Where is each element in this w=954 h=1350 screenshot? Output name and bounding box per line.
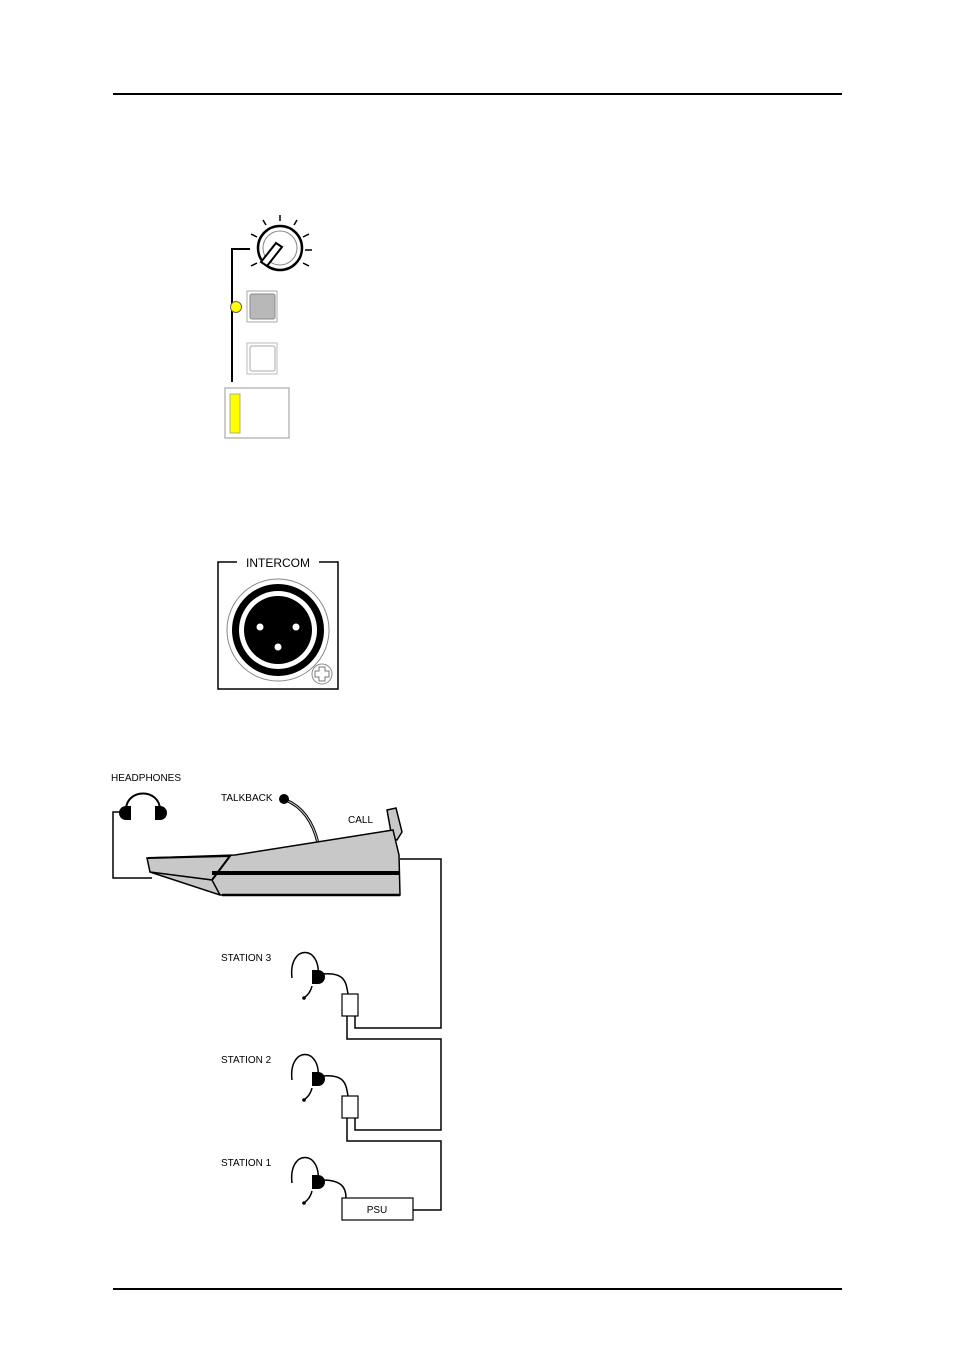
station2-to-psu-cable	[347, 1118, 441, 1210]
yellow-indicator	[230, 394, 240, 433]
station3-to-station2-cable	[347, 1016, 441, 1130]
station-2-beltpack	[342, 1096, 358, 1118]
talkback-label: TALKBACK	[221, 793, 273, 804]
talkback-control-strip	[225, 215, 312, 438]
talk-button[interactable]	[247, 291, 277, 322]
xlr-connector[interactable]	[227, 579, 329, 681]
talkback-level-knob[interactable]	[258, 226, 302, 270]
station-1-label: STATION 1	[221, 1158, 272, 1169]
headset-icon	[292, 1158, 325, 1205]
latch-icon	[312, 664, 332, 684]
headphones-icon	[119, 794, 167, 821]
call-button[interactable]	[247, 343, 277, 374]
call-label: CALL	[348, 815, 373, 826]
intercom-label: INTERCOM	[246, 556, 310, 570]
headset-icon	[292, 1055, 325, 1102]
headset-icon	[292, 953, 325, 1000]
led-indicator	[231, 302, 242, 313]
xlr-pin-2	[293, 624, 300, 631]
station-3-label: STATION 3	[221, 953, 272, 964]
station-2-cable	[322, 1076, 348, 1096]
station-3-beltpack	[342, 994, 358, 1016]
xlr-pin-1	[257, 624, 264, 631]
station-3-cable	[322, 974, 348, 994]
psu-label: PSU	[367, 1205, 388, 1216]
headphones-label: HEADPHONES	[111, 773, 181, 784]
xlr-pin-3	[275, 644, 282, 651]
headphones-cable	[113, 812, 152, 878]
label-strip	[225, 388, 289, 438]
microphone	[279, 794, 318, 843]
station-1-cable	[322, 1180, 346, 1198]
intercom-wiring-diagram: HEADPHONES TALKBACK CALL	[111, 773, 441, 1220]
station-2-label: STATION 2	[221, 1055, 272, 1066]
intercom-panel: INTERCOM	[218, 554, 338, 689]
